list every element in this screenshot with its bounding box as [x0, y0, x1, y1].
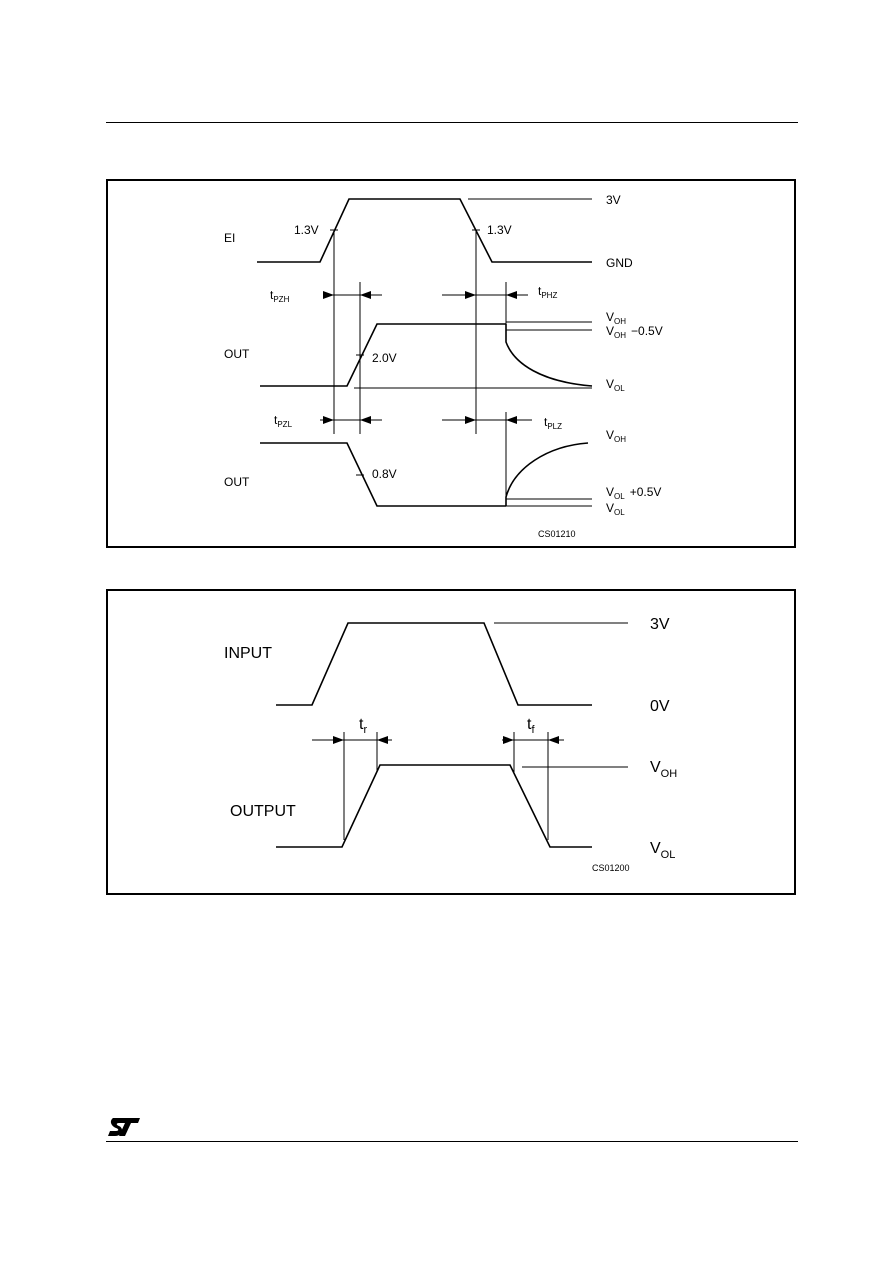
vol-label-2: VOL — [650, 840, 675, 861]
out-top-label: OUT — [224, 347, 250, 361]
v3-label-2: 3V — [650, 616, 670, 633]
tr-arrows — [312, 736, 392, 744]
input-label: INPUT — [224, 645, 272, 662]
output-label: OUTPUT — [230, 803, 296, 820]
out-high-decay-curve — [505, 324, 593, 387]
tpzh-label: tPZH — [270, 288, 290, 304]
rise-fall-waveforms: INPUT OUTPUT 3V 0V tr tf VOH VOL CS01200 — [224, 616, 677, 873]
footer-rule — [106, 1141, 798, 1142]
out-bottom-label: OUT — [224, 475, 250, 489]
voh-minus-label: VOH−0.5V — [606, 324, 663, 340]
v3-label: 3V — [606, 193, 621, 207]
v08-label: 0.8V — [372, 467, 397, 481]
gnd-label: GND — [606, 256, 633, 270]
voh-low-label: VOH — [606, 428, 626, 444]
v13-right-label: 1.3V — [487, 223, 512, 237]
rise-fall-timing-diagram: INPUT OUTPUT 3V 0V tr tf VOH VOL CS01200 — [106, 589, 796, 895]
ei-waveform — [257, 198, 592, 263]
header-rule — [106, 122, 798, 123]
vol-label: VOL — [606, 377, 625, 393]
st-logo-icon — [108, 1118, 140, 1136]
tf-arrows — [502, 736, 564, 744]
v20-label: 2.0V — [372, 351, 397, 365]
enable-disable-timing-diagram: EI OUT OUT 1.3V 1.3V 2.0V 0.8V 3V GND tP… — [106, 179, 796, 548]
diagram1-code: CS01210 — [538, 529, 576, 539]
tpzl-arrows — [320, 416, 382, 424]
tpzl-label: tPZL — [274, 413, 293, 429]
v0-label: 0V — [650, 698, 670, 715]
tplz-arrows — [442, 416, 532, 424]
tf-label: tf — [527, 716, 535, 736]
threshold-ticks — [330, 229, 480, 476]
tphz-arrows — [442, 291, 528, 299]
enable-disable-waveforms: EI OUT OUT 1.3V 1.3V 2.0V 0.8V 3V GND tP… — [224, 193, 663, 539]
diagram2-code: CS01200 — [592, 863, 630, 873]
tphz-label: tPHZ — [538, 284, 557, 300]
out-low-rise-curve — [505, 442, 589, 506]
output-waveform — [276, 764, 592, 848]
tpzh-arrows — [323, 291, 382, 299]
tplz-label: tPLZ — [544, 415, 562, 431]
input-waveform — [276, 622, 592, 706]
voh-label: VOH — [606, 310, 626, 326]
vol-low-label: VOL — [606, 501, 625, 517]
ei-label: EI — [224, 231, 235, 245]
tr-label: tr — [359, 716, 367, 736]
vol-plus-label: VOL+0.5V — [606, 485, 661, 501]
voh-label-2: VOH — [650, 759, 677, 780]
v13-left-label: 1.3V — [294, 223, 319, 237]
